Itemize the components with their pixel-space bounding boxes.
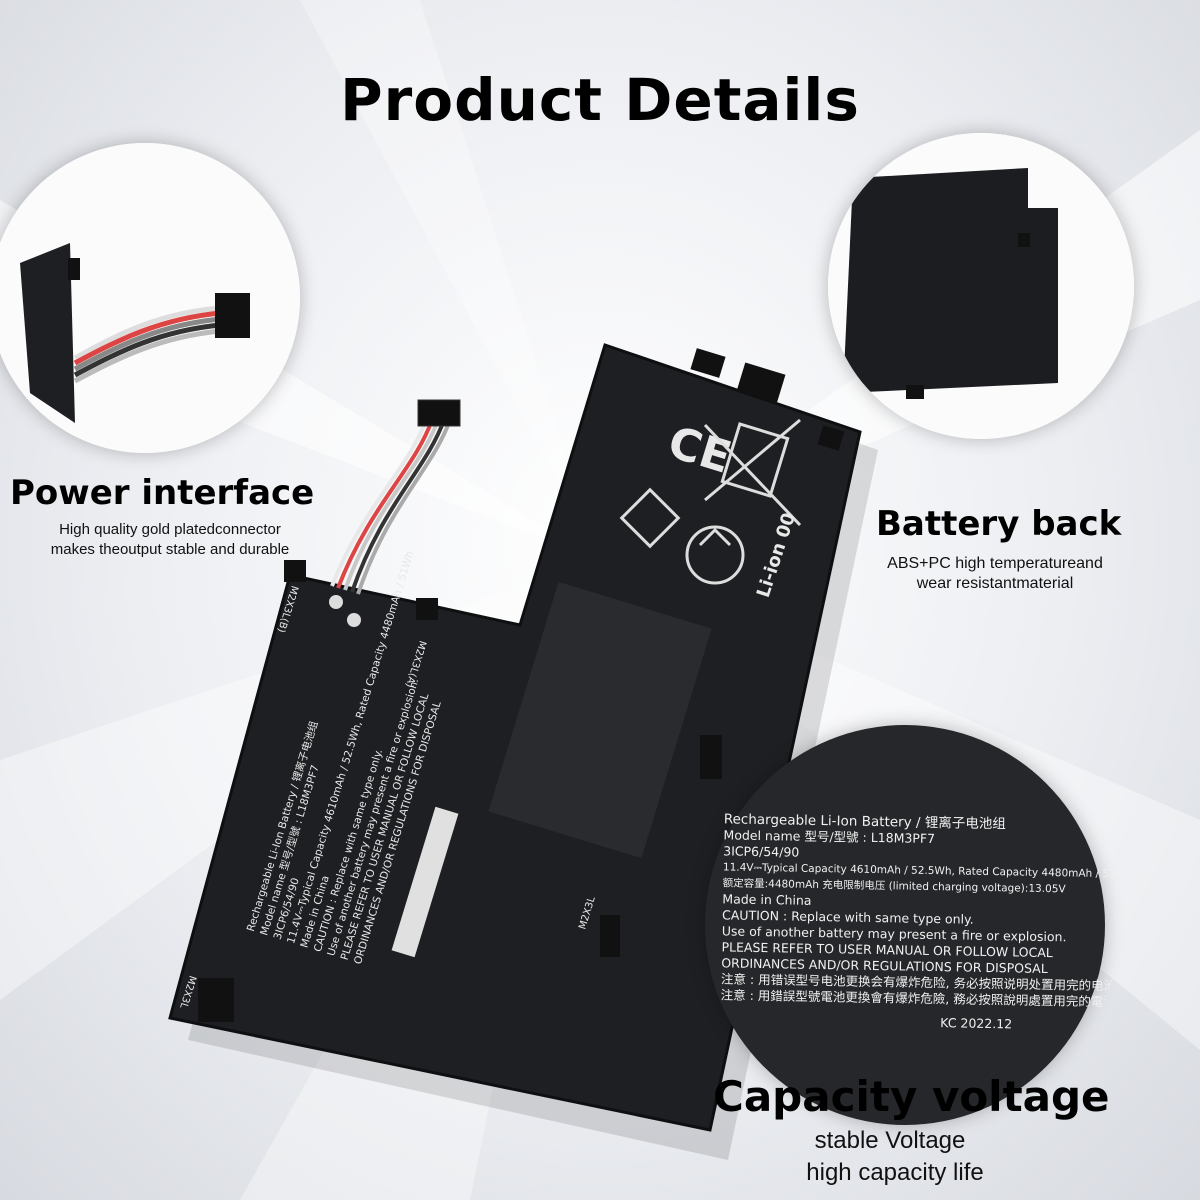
capacity-voltage-heading: Capacity voltage [713, 1072, 1110, 1121]
battery-back-closeup [828, 133, 1134, 439]
recycle-icon [685, 525, 745, 585]
capacity-label-closeup [705, 725, 1105, 1125]
battery-back-desc-2: wear resistantmaterial [916, 575, 1074, 592]
battery-cable [330, 399, 461, 595]
power-interface-desc-1: High quality gold platedconnector [59, 521, 281, 538]
power-interface-closeup [0, 143, 300, 453]
capacity-label-zoom-text: Rechargeable Li-Ion Battery / 锂离子电池组 Mod… [720, 811, 1133, 1032]
weee-bin-icon [703, 418, 802, 527]
quality-mark-icon [619, 487, 681, 549]
capacity-voltage-desc-1: stable Voltage [814, 1127, 966, 1154]
capacity-voltage-desc-2: high capacity life [806, 1159, 984, 1186]
page-title: Product Details [340, 66, 860, 134]
power-interface-desc-2: makes theoutput stable and durable [50, 541, 290, 558]
battery-back-heading: Battery back [876, 504, 1122, 544]
power-interface-heading: Power interface [10, 473, 315, 513]
battery-back-desc-1: ABS+PC high temperatureand [887, 555, 1103, 572]
